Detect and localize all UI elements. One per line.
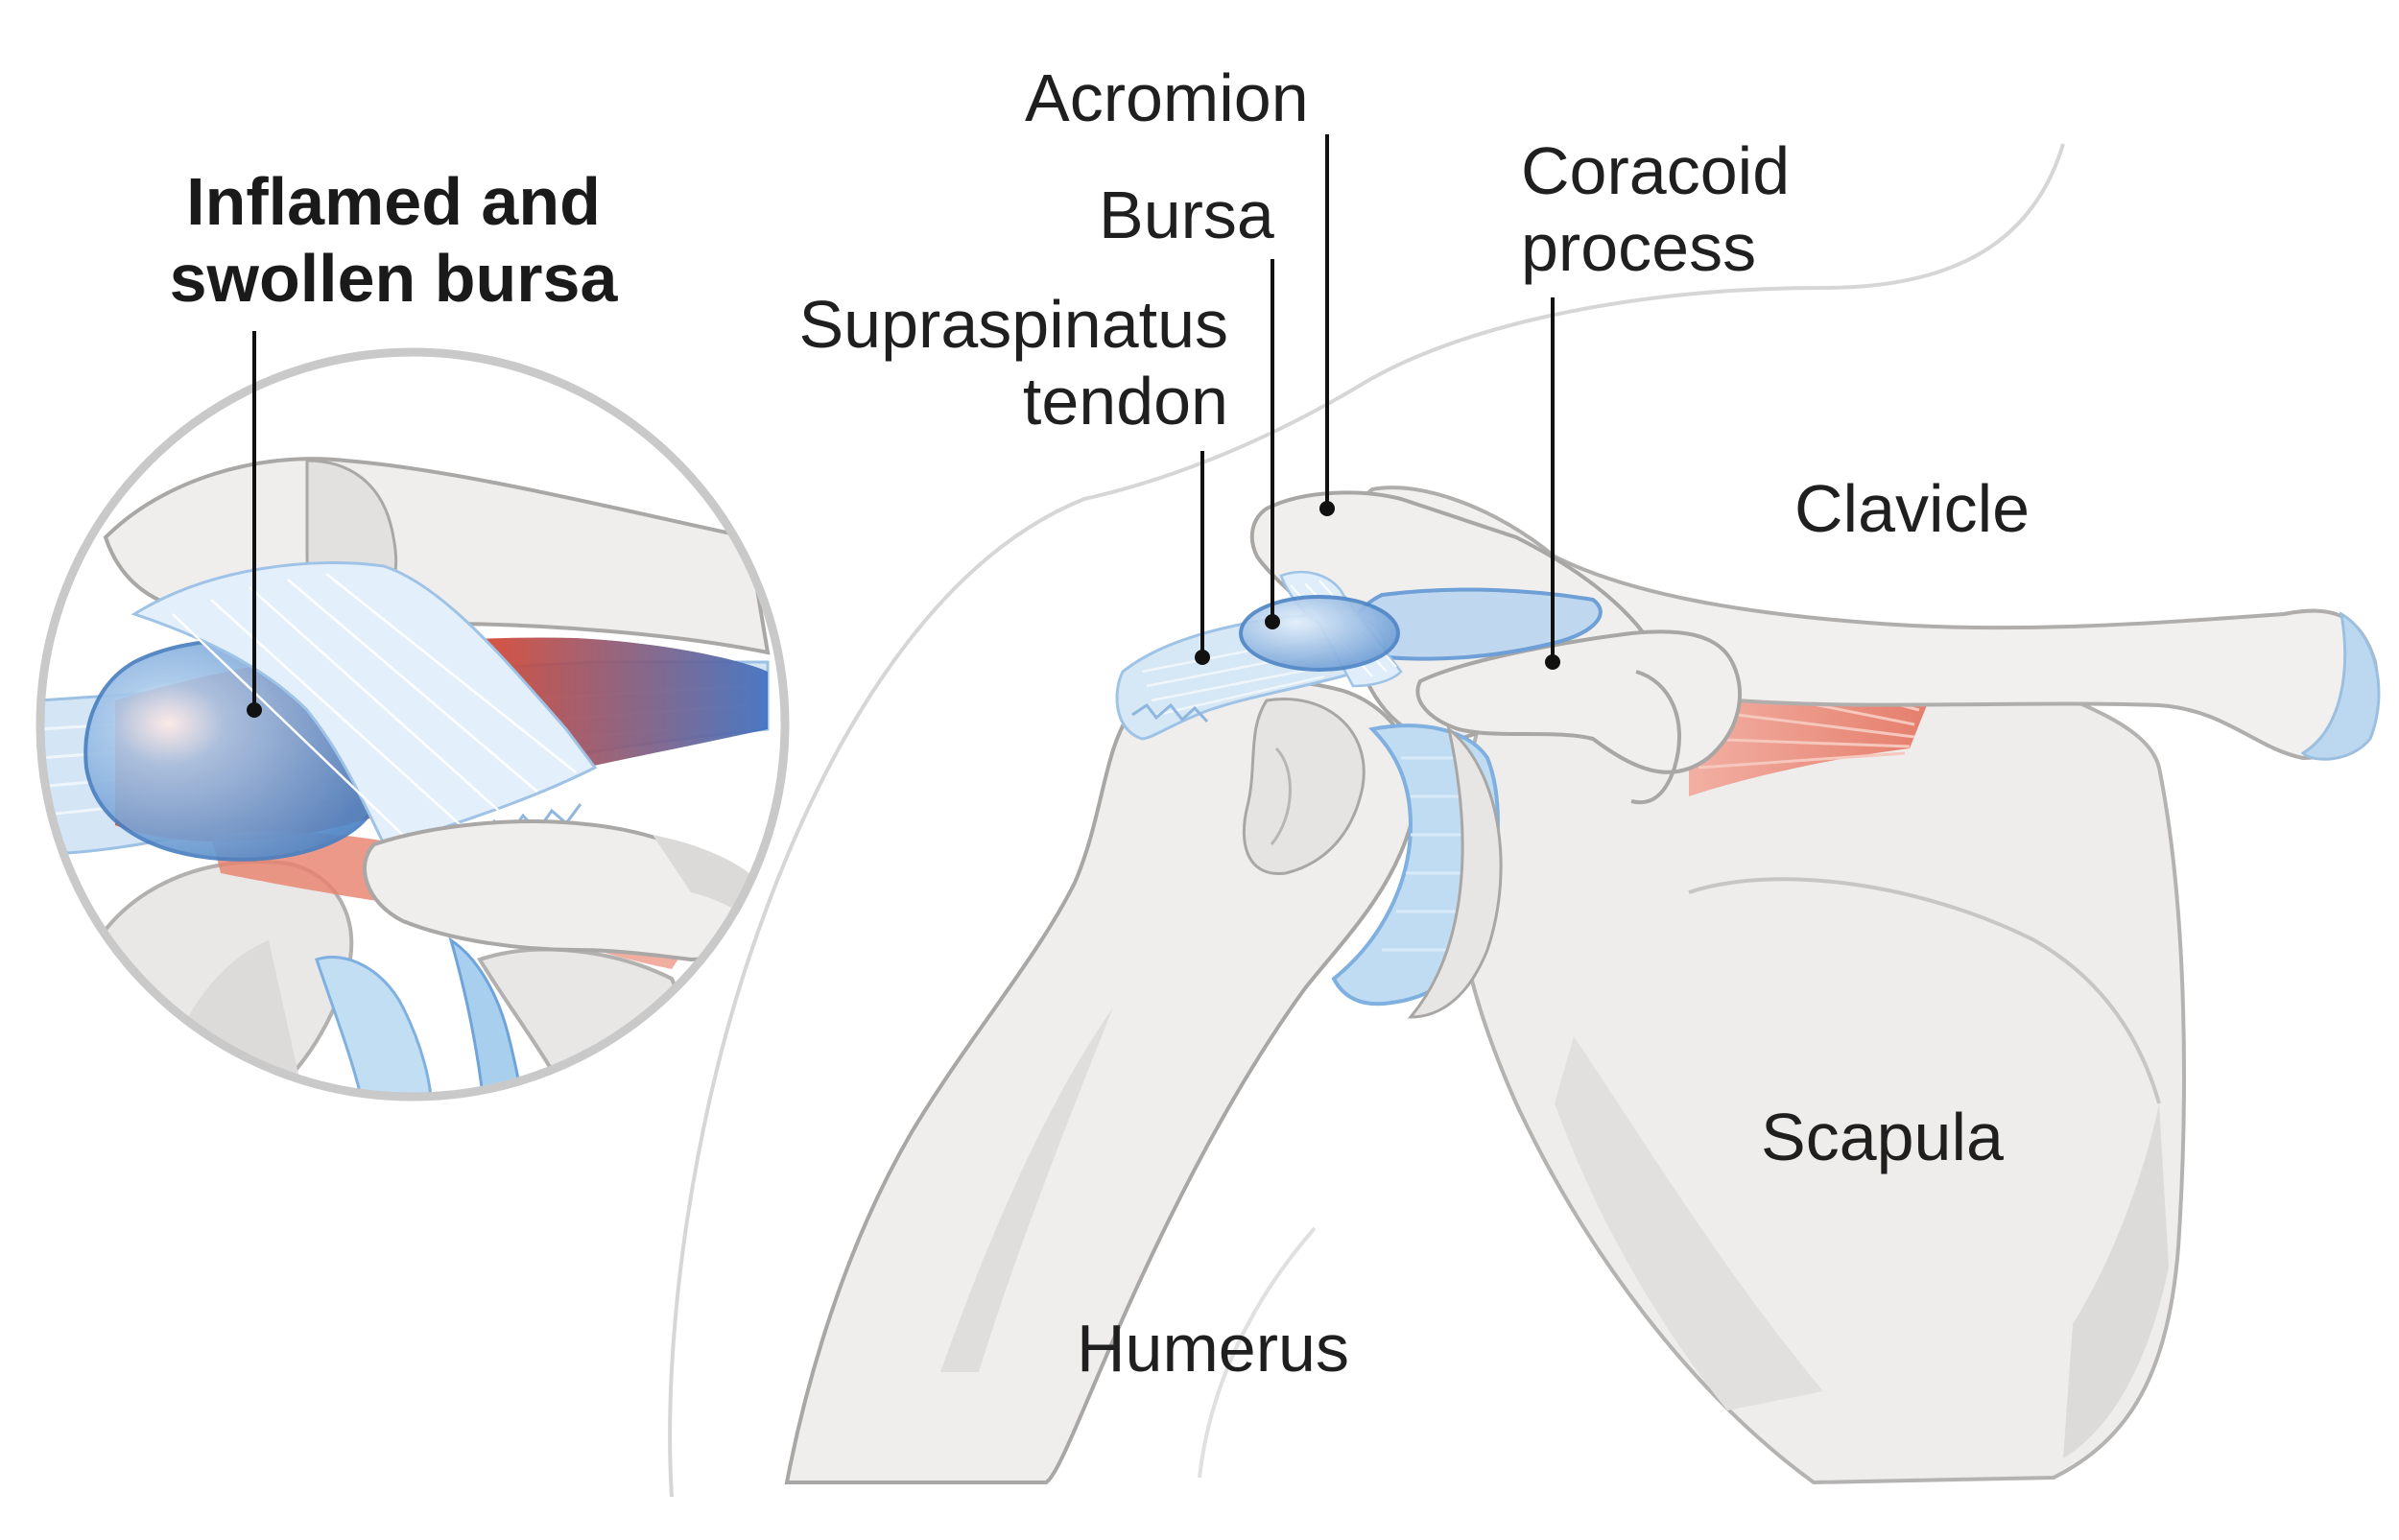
leader-dot-acromion xyxy=(1319,501,1335,516)
tendon-frayed-edge xyxy=(1131,702,1209,723)
inset-title-line-2: swollen bursa xyxy=(169,241,618,316)
supraspinatus-line-2: tendon xyxy=(1022,364,1228,438)
supraspinatus-line-1: Supraspinatus xyxy=(798,287,1228,362)
bursa-label: Bursa xyxy=(1099,178,1274,252)
glenoid-rim xyxy=(1407,725,1503,1019)
inset-ring xyxy=(36,347,790,1102)
coracoid-label: Coracoid process xyxy=(1521,132,1790,286)
scapula-shadow xyxy=(1555,1036,1823,1410)
body-outline xyxy=(668,143,2065,1498)
inset-title-label: Inflamed and swollen bursa xyxy=(134,163,653,317)
acromion-label: Acromion xyxy=(1025,60,1309,135)
inset-title-line-1: Inflamed and xyxy=(186,164,601,239)
scapula-ridge xyxy=(1688,877,2161,1104)
coracoid-hook xyxy=(1630,670,1681,805)
humerus-label: Humerus xyxy=(1077,1311,1349,1386)
humerus-groove xyxy=(1270,746,1292,845)
leader-dots xyxy=(247,501,1560,718)
arm-back-outline xyxy=(1198,1226,1317,1479)
leader-dot-bursa xyxy=(1265,614,1280,629)
humerus-head-tubercle xyxy=(1242,698,1366,875)
coracoid-line-2: process xyxy=(1521,210,1757,285)
humerus-shade xyxy=(940,1007,1113,1372)
scapula-shadow-2 xyxy=(2063,1103,2169,1458)
bursa-shape xyxy=(1239,595,1400,672)
cartilage-lines xyxy=(1382,756,1478,952)
leader-dot-supraspinatus xyxy=(1195,650,1210,665)
clavicle-end xyxy=(2300,611,2381,761)
inset-magnified-view xyxy=(40,352,785,1097)
scapula-label: Scapula xyxy=(1761,1100,2004,1174)
coracoid-line-1: Coracoid xyxy=(1521,133,1791,208)
clavicle-label: Clavicle xyxy=(1794,471,2031,546)
supraspinatus-label: Supraspinatus tendon xyxy=(729,286,1228,439)
leader-lines xyxy=(252,134,1555,710)
leader-dot-inset-bursa xyxy=(247,702,262,718)
coracoid-shape xyxy=(1415,629,1742,774)
leader-dot-coracoid xyxy=(1545,654,1560,670)
